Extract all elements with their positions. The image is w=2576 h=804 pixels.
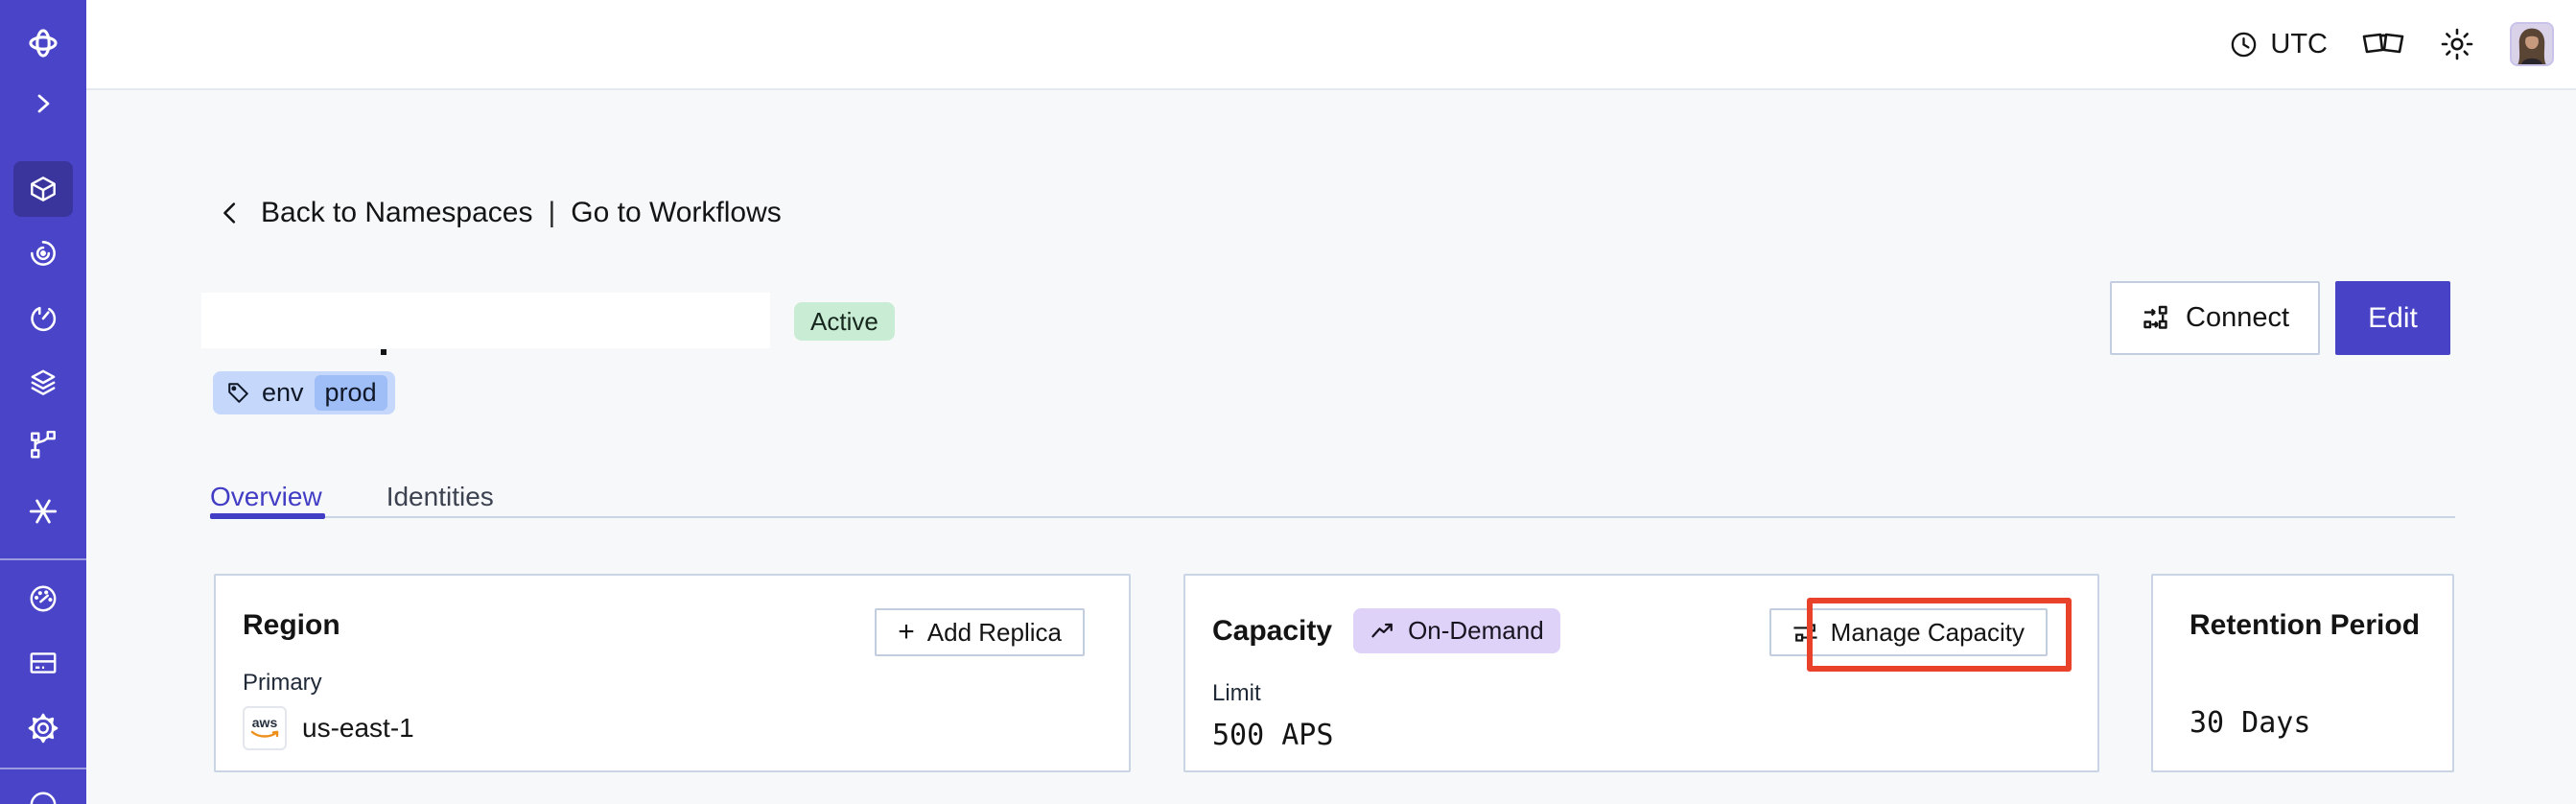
region-card: Region + Add Replica Primary aws us-east… [214,574,1131,772]
glasses-icon [2362,33,2404,54]
primary-region-value: us-east-1 [302,713,414,743]
retention-value: 30 Days [2190,706,2311,740]
user-avatar[interactable] [2510,22,2554,66]
capacity-card: Capacity On-Demand Manage Capacity Limit [1183,574,2099,772]
tab-identities[interactable]: Identities [386,482,494,511]
tab-overview[interactable]: Overview [210,482,322,511]
svg-text:aws: aws [252,715,278,730]
add-replica-label: Add Replica [926,617,1062,647]
aws-logo-icon: aws [250,715,279,738]
sidebar-item-profile[interactable] [0,789,86,804]
schedules-timer-icon [31,306,57,332]
tag-icon [228,383,248,403]
sidebar-divider [0,558,86,560]
plus-icon: + [898,616,915,648]
tab-bar: Overview Identities [210,482,494,535]
deployments-layers-icon [31,369,56,395]
region-card-title: Region [243,609,340,641]
breadcrumb-separator: | [548,197,556,228]
tag-value: prod [314,375,387,411]
retention-card-title: Retention Period [2190,609,2421,641]
sidebar-item-billing[interactable] [0,647,86,679]
billing-card-icon [30,652,57,674]
nexus-asterisk-icon [29,499,58,524]
on-demand-label: On-Demand [1408,616,1544,645]
go-to-workflows-link[interactable]: Go to Workflows [571,197,782,228]
usage-gauge-icon [30,585,57,612]
tag-key: env [262,378,304,407]
limit-label: Limit [1212,680,1261,706]
temporal-logo-icon[interactable] [0,25,86,61]
retention-card: Retention Period 30 Days [2151,574,2454,772]
limit-value: 500 APS [1212,719,1334,752]
namespace-name-dot [381,349,386,355]
connect-button[interactable]: Connect [2110,281,2321,355]
timezone-label: UTC [2270,28,2328,59]
settings-gear-icon [28,713,59,744]
on-demand-badge: On-Demand [1353,608,1560,653]
namespace-name-redacted [201,293,770,348]
sidebar-item-schedules[interactable] [0,302,86,335]
breadcrumb: Back to Namespaces | Go to Workflows [217,197,782,229]
namespace-actions: Connect Edit [2110,281,2451,355]
topbar: UTC [86,0,2576,90]
sidebar-item-deployments[interactable] [0,367,86,399]
avatar-portrait [2512,24,2552,64]
theme-toggle-button[interactable] [2439,26,2475,62]
add-replica-button[interactable]: + Add Replica [875,608,1085,656]
main-content: Back to Namespaces | Go to Workflows Act… [86,90,2576,804]
trending-up-icon [1371,623,1393,637]
manage-capacity-label: Manage Capacity [1830,617,2025,647]
connect-label: Connect [2186,302,2290,333]
connect-flow-icon [2143,305,2167,329]
status-badge: Active [794,302,895,341]
sidebar-item-settings[interactable] [0,711,86,745]
capacity-card-title: Capacity [1212,614,1333,647]
workflows-spiral-icon [31,241,56,266]
namespaces-cube-icon [31,177,56,201]
sidebar-item-namespaces[interactable] [13,161,73,217]
primary-label: Primary [243,670,322,696]
back-to-namespaces-link[interactable]: Back to Namespaces [261,197,533,228]
sidebar [0,0,86,804]
batch-branch-icon [31,430,56,459]
data-encoder-button[interactable] [2362,30,2404,59]
profile-icon [30,792,57,804]
clock-icon [2232,32,2257,57]
timezone-selector[interactable]: UTC [2229,29,2328,60]
sun-icon [2441,28,2473,60]
sidebar-expand-chevron-icon[interactable] [0,88,86,119]
sidebar-item-batch-operations[interactable] [0,429,86,461]
sidebar-item-workflows[interactable] [0,237,86,270]
sidebar-item-nexus[interactable] [0,495,86,528]
sidebar-item-usage[interactable] [0,582,86,615]
sliders-icon [1793,623,1817,642]
manage-capacity-button[interactable]: Manage Capacity [1768,608,2048,656]
tab-divider [210,516,2455,518]
aws-provider-badge: aws [243,706,287,750]
tab-active-indicator [210,513,325,519]
chevron-left-icon [223,202,236,224]
namespace-tag: env prod [213,371,395,414]
edit-button[interactable]: Edit [2335,281,2451,355]
sidebar-divider [0,768,86,769]
